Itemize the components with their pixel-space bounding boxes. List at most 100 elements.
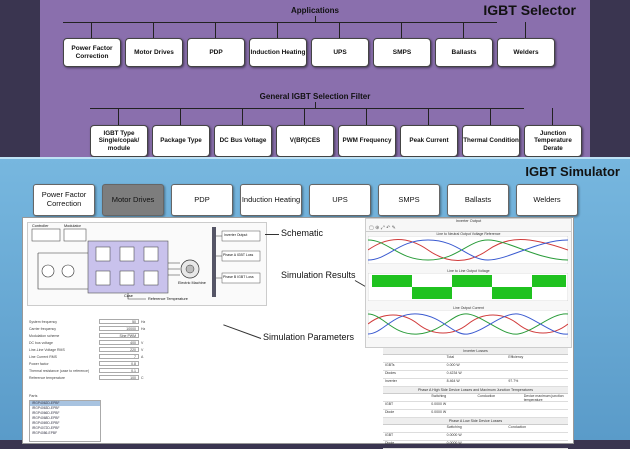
- simulator-tab[interactable]: Ballasts: [447, 184, 509, 216]
- simulator-tab[interactable]: Motor Drives: [102, 184, 164, 216]
- simulator-tab[interactable]: SMPS: [378, 184, 440, 216]
- part-item[interactable]: IRGP4062D-EPBF: [30, 401, 100, 406]
- table-col-header: Switching: [431, 394, 447, 398]
- table-col-header: [383, 425, 445, 432]
- filter-box[interactable]: IGBT Type Single/copak/ module: [90, 125, 148, 157]
- application-box[interactable]: Induction Heating: [249, 38, 307, 67]
- table-cell: IGBTs: [385, 363, 395, 367]
- part-item[interactable]: IRGP4063D-EPBF: [32, 406, 60, 410]
- parameter-label: Reference temperature: [29, 375, 65, 380]
- application-box[interactable]: UPS: [311, 38, 369, 67]
- application-box[interactable]: SMPS: [373, 38, 431, 67]
- simulator-tab[interactable]: Power Factor Correction: [33, 184, 95, 216]
- parameter-label: DC bus voltage: [29, 340, 53, 345]
- schem-phase-b-label: Phase B IGBT Loss: [223, 275, 254, 279]
- parts-label: Parts: [29, 394, 38, 398]
- parameter-label: Line-Line Voltage RMS: [29, 347, 65, 352]
- parameter-unit: C: [141, 375, 144, 380]
- table-cell: [506, 363, 568, 370]
- results-label: Simulation Results: [281, 270, 356, 280]
- plot2-line-line-voltage[interactable]: [367, 272, 569, 302]
- parameter-input[interactable]: 0.1: [99, 368, 139, 373]
- part-item[interactable]: IRGP4068D-EPBF: [32, 416, 60, 420]
- table-cell: 97.7%: [508, 379, 519, 383]
- schem-modulator-label: Modulator: [64, 224, 81, 228]
- parameter-unit: Hz: [141, 319, 146, 324]
- schematic-svg: [31, 227, 261, 300]
- table-cell: 0.0000 W: [431, 410, 447, 414]
- parameter-unit: V: [141, 347, 144, 352]
- table-cell: IGBT: [385, 433, 394, 437]
- schematic-diagram[interactable]: Controller Modulator Electric Machine Ca…: [27, 222, 267, 306]
- parameter-input[interactable]: 220: [99, 347, 139, 352]
- simulator-tab[interactable]: UPS: [309, 184, 371, 216]
- parameter-input[interactable]: 0.8: [99, 361, 139, 366]
- filter-box[interactable]: Junction Temperature Derate: [524, 125, 582, 157]
- parameter-input[interactable]: Sine PWM: [99, 333, 139, 338]
- schem-reftemp-label: Reference Temperature: [148, 297, 188, 301]
- parameters-label: Simulation Parameters: [263, 332, 355, 342]
- plot3-line-current[interactable]: [367, 309, 569, 339]
- parameter-input[interactable]: 100: [99, 375, 139, 380]
- plot1-line-voltage[interactable]: [367, 235, 569, 265]
- simulator-tab[interactable]: PDP: [171, 184, 233, 216]
- application-box[interactable]: PDP: [187, 38, 245, 67]
- application-box[interactable]: Welders: [497, 38, 555, 67]
- application-box[interactable]: Motor Drives: [125, 38, 183, 67]
- filter-box[interactable]: Package Type: [152, 125, 210, 157]
- filter-box[interactable]: Peak Current: [400, 125, 458, 157]
- parameter-input[interactable]: 7: [99, 354, 139, 359]
- application-box[interactable]: Ballasts: [435, 38, 493, 67]
- schem-phase-a-label: Phase A IGBT Loss: [223, 253, 254, 257]
- application-box[interactable]: Power Factor Correction: [63, 38, 121, 67]
- part-item[interactable]: IRGP4066D-EPBF: [32, 411, 60, 415]
- results-header: Inverter Output: [455, 219, 482, 223]
- results-panel: Inverter Output ▢ ⊕ ⤢ ↶ ✎ Line to Neutra…: [365, 218, 572, 348]
- parameter-row: Modulation scheme Sine PWM: [29, 332, 179, 339]
- filter-box[interactable]: V(BR)CES: [276, 125, 334, 157]
- part-item[interactable]: IRGP4069D-EPBF: [32, 421, 60, 425]
- parameter-label: Line Current RMS: [29, 354, 58, 359]
- parameter-unit: V: [141, 340, 144, 345]
- parameter-label: System frequency: [29, 319, 58, 324]
- igbt-selector-panel: IGBT Selector Applications Power Factor …: [40, 0, 590, 160]
- table-cell: 8.464 W: [446, 379, 460, 383]
- table-cell: [522, 402, 568, 409]
- table-cell: IGBT: [385, 402, 394, 406]
- simulator-tab[interactable]: Welders: [516, 184, 578, 216]
- part-item[interactable]: IRGP4086-EPBF: [32, 431, 58, 435]
- simulator-tab[interactable]: Induction Heating: [240, 184, 302, 216]
- table-col-header: Device maximum junction temperature: [523, 394, 564, 402]
- plot-toolbar[interactable]: ▢ ⊕ ⤢ ↶ ✎: [366, 225, 571, 232]
- table-cell: [522, 410, 568, 417]
- table-cell: [506, 433, 568, 440]
- table-title: Phase A Low Side Device Losses: [383, 418, 568, 425]
- applications-header: Applications: [290, 6, 339, 15]
- table-col-header: [383, 394, 429, 401]
- table-cell: [476, 410, 522, 417]
- parameter-input[interactable]: 50: [99, 319, 139, 324]
- parameter-input[interactable]: 10000: [99, 326, 139, 331]
- filter-box[interactable]: DC Bus Voltage: [214, 125, 272, 157]
- schem-controller-label: Controller: [32, 224, 49, 228]
- part-item[interactable]: IRGP4072D-EPBF: [32, 426, 60, 430]
- schematic-arrow: [265, 234, 279, 235]
- parameter-label: Modulation scheme: [29, 333, 60, 338]
- table-cell: [506, 441, 568, 448]
- parameter-input[interactable]: 400: [99, 340, 139, 345]
- filter-box[interactable]: PWM Frequency: [338, 125, 396, 157]
- table-cell: 0.0000 W: [446, 433, 462, 437]
- filter-box[interactable]: Thermal Condition: [462, 125, 520, 157]
- simulator-title: IGBT Simulator: [525, 164, 620, 179]
- table-cell: Diodes: [385, 371, 396, 375]
